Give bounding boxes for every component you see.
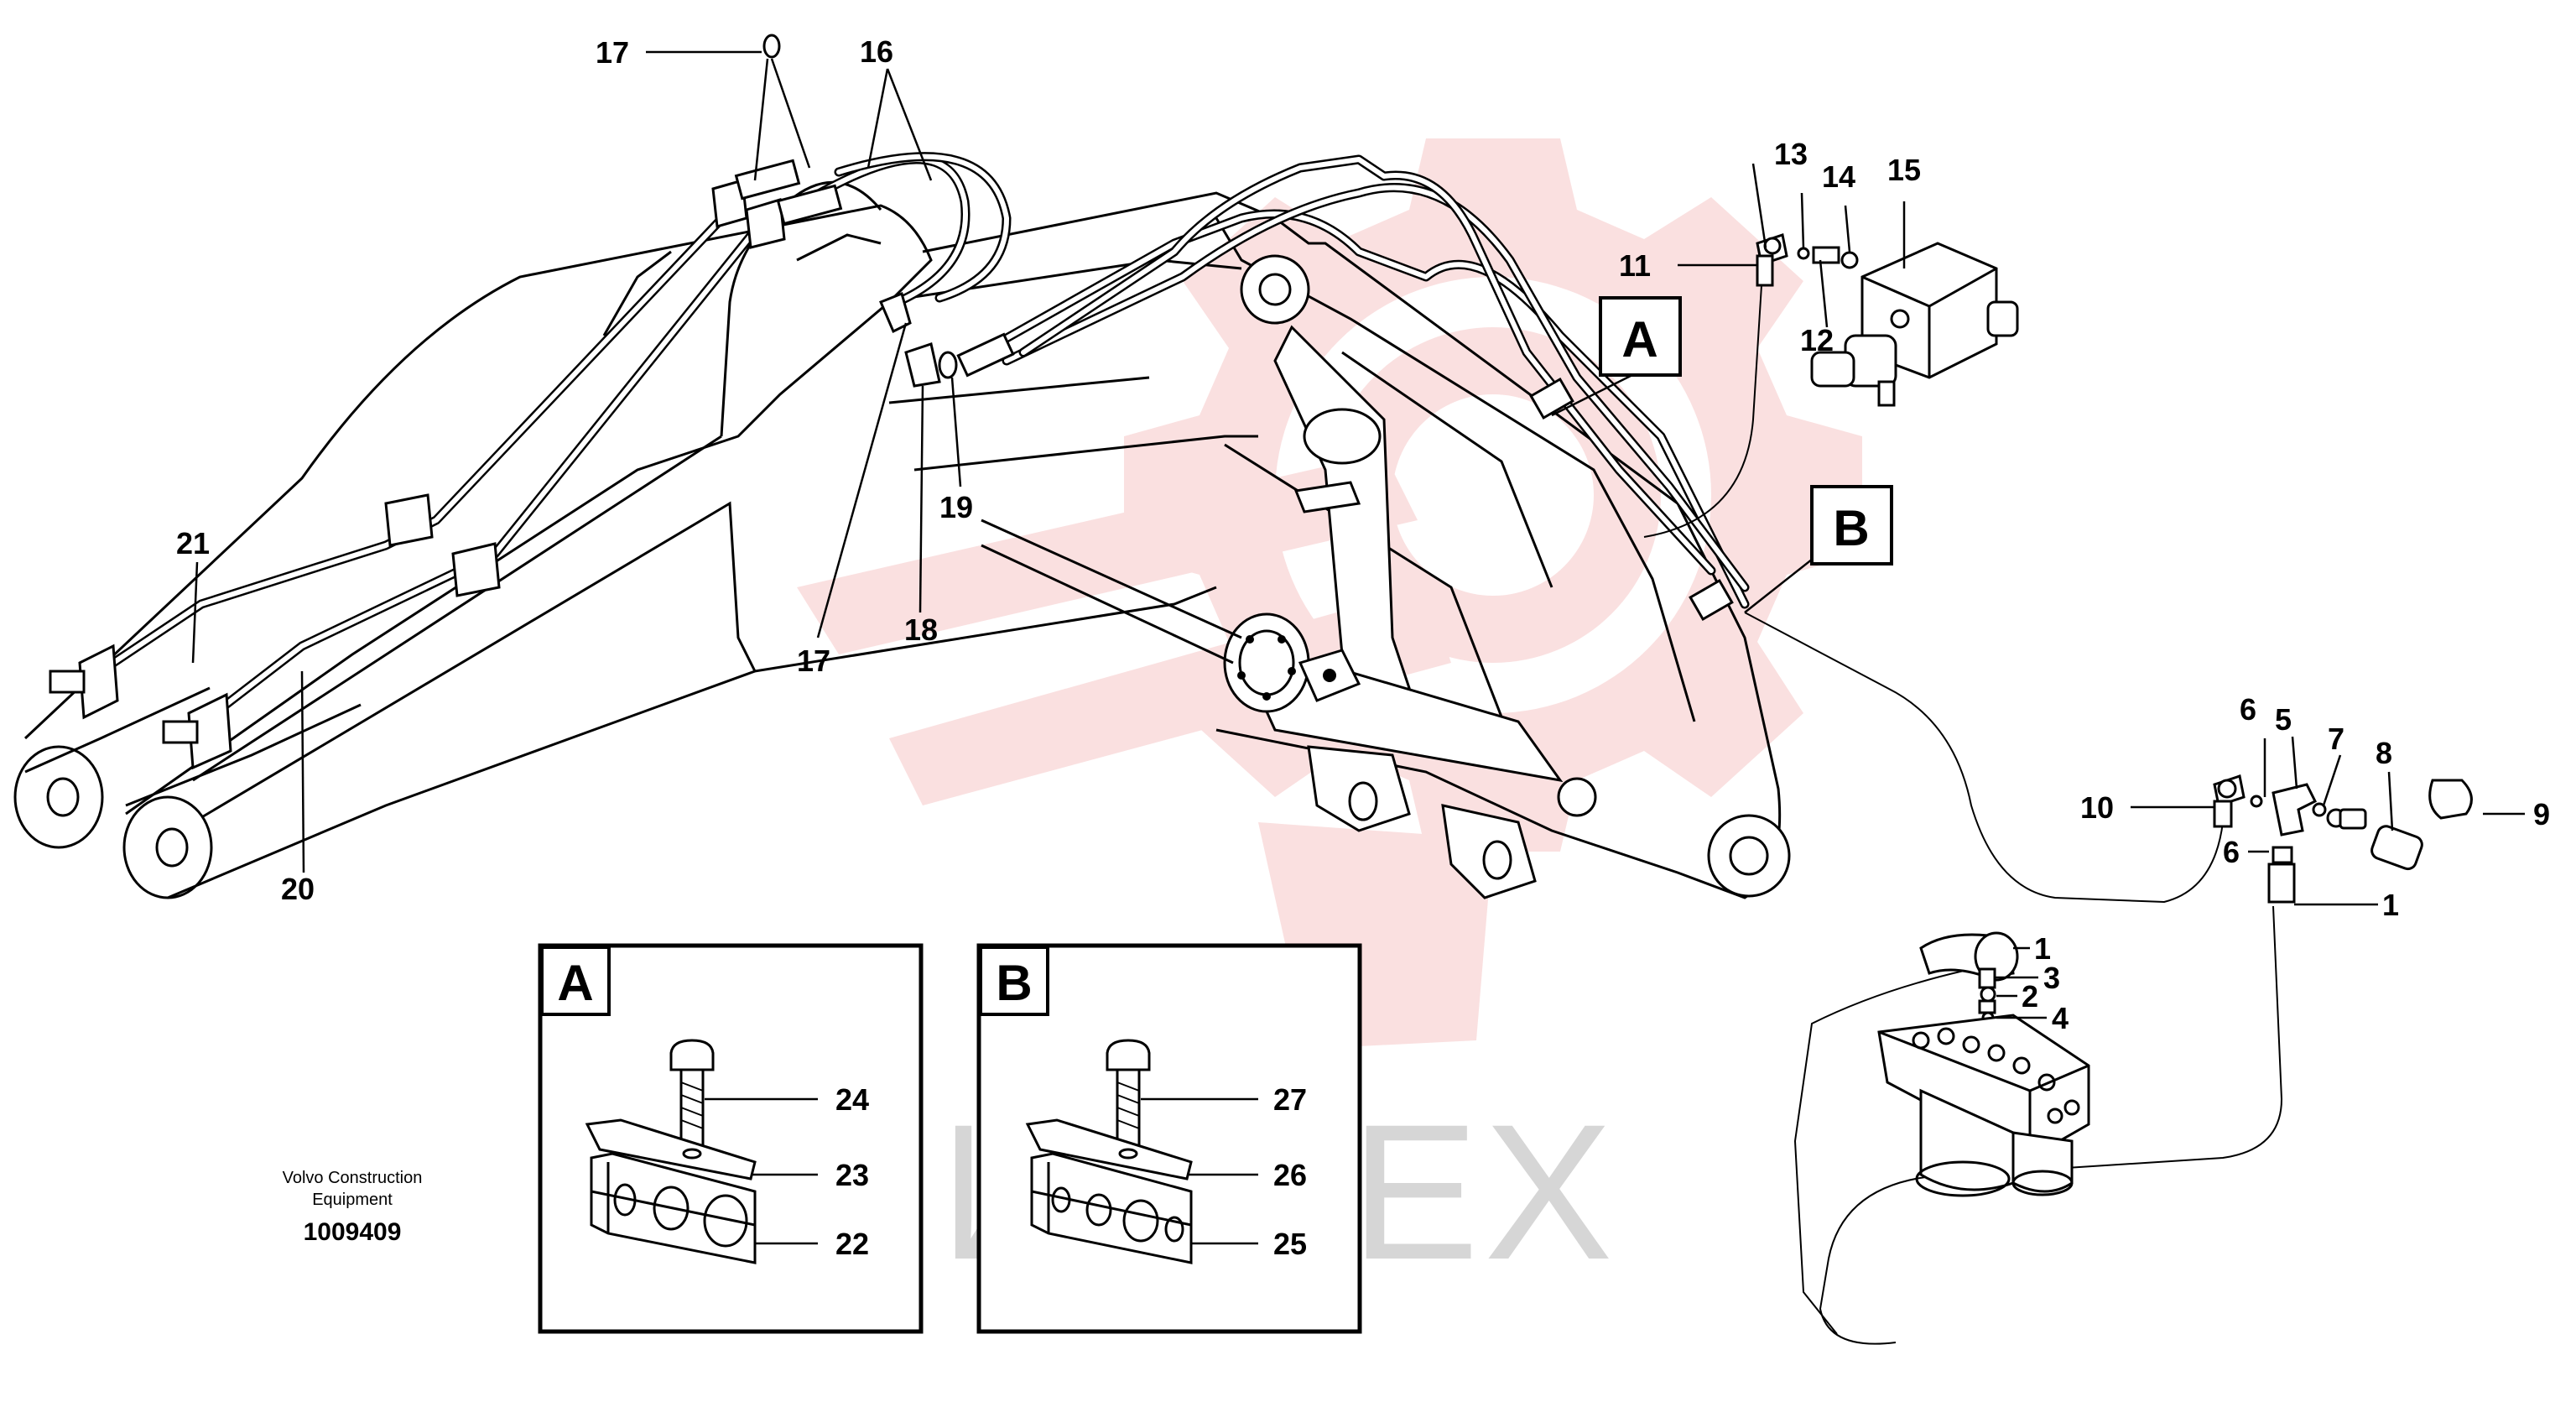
callout-16: 16 — [860, 34, 893, 69]
callout-labels: 1 1 2 3 4 5 6 6 7 8 9 10 11 12 13 14 15 … — [176, 34, 2550, 1035]
hose-lines — [83, 152, 2283, 1345]
callout-6b: 6 — [2223, 835, 2240, 869]
callout-26: 26 — [1273, 1158, 1307, 1192]
section-marker-b: B — [1810, 485, 1893, 565]
callout-1b: 1 — [2034, 931, 2051, 966]
callout-8: 8 — [2376, 736, 2392, 770]
callout-22: 22 — [835, 1227, 869, 1261]
callout-7: 7 — [2328, 722, 2344, 756]
valve-block — [1877, 931, 2090, 1197]
callout-15: 15 — [1887, 153, 1921, 187]
diagram-caption: Volvo Construction Equipment 1009409 — [283, 1169, 423, 1246]
svg-text:A: A — [1621, 311, 1657, 367]
callout-23: 23 — [835, 1158, 869, 1192]
leader-lines — [191, 50, 2525, 1019]
callout-21: 21 — [176, 526, 210, 560]
callout-10: 10 — [2080, 790, 2114, 825]
boom-structure — [13, 180, 1791, 899]
callout-2: 2 — [2022, 979, 2038, 1014]
callout-6a: 6 — [2240, 692, 2256, 727]
valve-assembly-15 — [1756, 233, 2019, 407]
callout-24: 24 — [835, 1082, 869, 1117]
callout-17a: 17 — [596, 35, 629, 70]
detail-view-a: A 24 23 22 — [538, 943, 924, 1334]
callout-18: 18 — [904, 612, 938, 647]
section-marker-a: A — [1599, 296, 1682, 377]
caption-part-number: 1009409 — [304, 1218, 402, 1246]
callout-11: 11 — [1619, 248, 1651, 283]
svg-text:B: B — [996, 955, 1032, 1011]
detail-view-b: B 27 26 25 — [976, 943, 1362, 1334]
callout-25: 25 — [1273, 1227, 1307, 1261]
fittings-right — [2213, 774, 2473, 904]
callout-17b: 17 — [797, 644, 830, 678]
callout-14: 14 — [1822, 159, 1855, 194]
caption-company-line1: Volvo Construction — [283, 1169, 423, 1187]
callout-5: 5 — [2275, 702, 2292, 737]
callout-1a: 1 — [2382, 888, 2399, 922]
callout-9: 9 — [2533, 797, 2550, 831]
callout-13: 13 — [1774, 137, 1808, 171]
clamps-fittings — [49, 34, 1734, 770]
callout-12: 12 — [1800, 323, 1834, 357]
callout-4: 4 — [2052, 1001, 2069, 1035]
callout-19: 19 — [939, 490, 973, 524]
caption-company-line2: Equipment — [312, 1191, 393, 1209]
boom-cylinder — [981, 325, 1564, 899]
svg-text:A: A — [557, 955, 593, 1011]
callout-27: 27 — [1273, 1082, 1307, 1117]
svg-text:B: B — [1833, 500, 1869, 556]
callout-20: 20 — [281, 872, 315, 906]
callout-3: 3 — [2043, 961, 2060, 995]
